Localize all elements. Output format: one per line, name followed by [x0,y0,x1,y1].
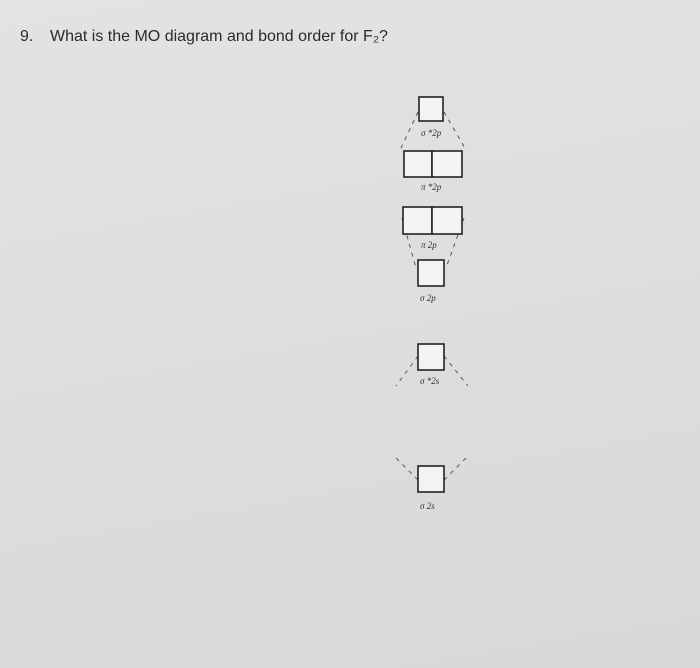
orbital-box-sigma-star-2s [417,343,445,371]
label-sigma-star-2s: σ *2s [420,376,440,386]
label-pi-star-2p: π *2p [421,182,442,192]
orbital-box-pi-2p-2 [431,206,463,235]
orbital-box-pi-2p-1 [402,206,433,235]
label-sigma-2p: σ 2p [420,293,436,303]
question-number: 9. [20,28,34,45]
correlation-lines [393,111,469,481]
orbital-box-pi-star-2p-2 [431,150,463,178]
question-text: 9. What is the MO diagram and bond order … [20,28,388,46]
label-sigma-2s: σ 2s [420,501,435,511]
orbital-box-sigma-star-2p [418,96,444,122]
orbital-box-sigma-2s [417,465,445,493]
question-prompt: What is the MO diagram and bond order fo… [50,28,388,45]
orbital-box-sigma-2p [417,259,445,287]
orbital-box-pi-star-2p-1 [403,150,433,178]
label-pi-2p: π 2p [421,240,437,250]
label-sigma-star-2p: σ *2p [421,128,442,138]
